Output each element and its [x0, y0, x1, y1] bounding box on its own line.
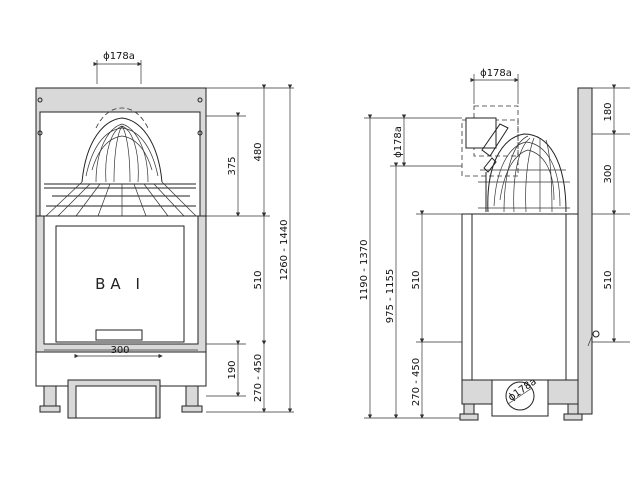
front-dim-190: 190 — [227, 360, 238, 379]
side-firebox-body — [461, 213, 579, 405]
side-damper-box — [465, 117, 497, 149]
side-control-knob — [592, 330, 600, 338]
side-dim-diameter-top: ϕ178a — [480, 68, 512, 79]
front-foot-left-pad — [39, 405, 61, 413]
front-dim-510: 510 — [253, 270, 264, 289]
front-foot-right — [185, 385, 199, 407]
front-foot-left — [43, 385, 57, 407]
front-dim-480: 480 — [253, 142, 264, 161]
front-dim-1260-1440: 1260 - 1440 — [279, 220, 290, 281]
front-foot-right-pad — [181, 405, 203, 413]
front-screw — [37, 97, 43, 103]
side-foot-right-pad — [563, 413, 583, 421]
front-screw — [197, 97, 203, 103]
side-dim-270-450: 270 - 450 — [411, 358, 422, 406]
front-dim-diameter: ϕ178a — [103, 51, 135, 62]
side-damper-arm — [481, 123, 509, 157]
front-top-inner-panel — [39, 111, 201, 217]
front-air-inlet-inner — [75, 385, 157, 419]
front-dim-375: 375 — [227, 156, 238, 175]
side-dim-975-1155: 975 - 1155 — [385, 269, 396, 324]
front-brand-label: BA I — [95, 275, 145, 293]
side-view: ϕ178a ϕ178a ϕ178a 1190 - 1370 975 - 1155… — [359, 68, 630, 421]
front-heat-dome — [81, 107, 163, 183]
front-door-handle — [95, 329, 143, 341]
side-dim-300: 300 — [603, 164, 614, 183]
front-glass-door — [55, 225, 185, 343]
side-heat-dome — [478, 133, 570, 213]
front-grille — [44, 181, 197, 217]
front-screw — [197, 130, 203, 136]
side-dim-510-right: 510 — [603, 270, 614, 289]
side-dim-1190-1370: 1190 - 1370 — [359, 240, 370, 301]
side-dim-510-left: 510 — [411, 270, 422, 289]
front-dim-270-450: 270 - 450 — [253, 354, 264, 402]
front-dim-300: 300 — [110, 345, 129, 356]
front-view: BA I ϕ178a 300 375 480 510 190 270 - 450 — [35, 51, 294, 419]
side-air-inlet-pipe — [505, 381, 535, 411]
side-back-plate — [577, 87, 593, 415]
side-foot-left-pad — [459, 413, 479, 421]
front-screw — [37, 130, 43, 136]
side-dim-diameter-left: ϕ178a — [393, 126, 404, 158]
side-dim-180: 180 — [603, 102, 614, 121]
